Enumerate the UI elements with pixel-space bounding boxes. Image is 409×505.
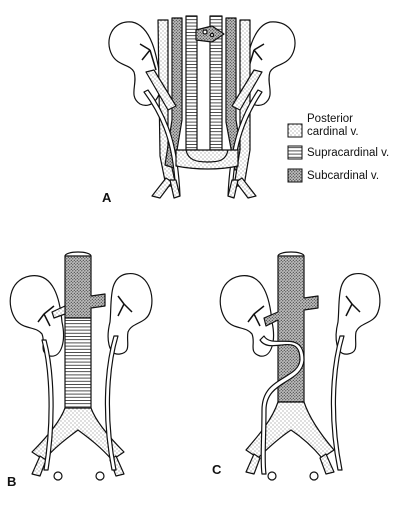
- c-left-ureter-retrocaval: [259, 335, 305, 475]
- legend-label-supracardinal: Supracardinal v.: [307, 147, 390, 159]
- lower-anastomosis-loop: [175, 149, 239, 170]
- legend-label-subcardinal: Subcardinal v.: [307, 170, 380, 182]
- legend: [287, 123, 303, 183]
- panel-a: [108, 15, 296, 199]
- legend-label-posterior-line2: cardinal v.: [307, 126, 359, 138]
- panel-label-c: C: [212, 462, 222, 477]
- c-iliac-bifurcation: [245, 401, 335, 459]
- panel-b: [9, 251, 153, 481]
- upper-anastomosis: [195, 25, 225, 43]
- b-left-ureter: [41, 339, 54, 471]
- panel-label-b: B: [7, 474, 17, 489]
- b-right-kidney: [107, 273, 153, 355]
- b-ivc-hepatic-segment: [64, 255, 106, 319]
- right-kidney: [242, 21, 296, 106]
- left-kidney: [108, 21, 162, 106]
- legend-swatch-posterior-cardinal: [287, 123, 303, 138]
- panel-c: [219, 251, 381, 481]
- left-supracardinal-vein: [185, 15, 198, 151]
- c-right-kidney: [335, 273, 381, 355]
- b-right-ureter: [104, 335, 119, 471]
- b-ivc-supracardinal-segment: [64, 317, 92, 409]
- c-left-kidney: [219, 275, 275, 357]
- legend-swatch-subcardinal: [287, 168, 303, 183]
- legend-label-posterior-line1: Posterior: [307, 113, 354, 125]
- legend-swatch-supracardinal: [287, 145, 303, 160]
- panel-label-a: A: [102, 190, 112, 205]
- c-right-ureter: [330, 335, 345, 471]
